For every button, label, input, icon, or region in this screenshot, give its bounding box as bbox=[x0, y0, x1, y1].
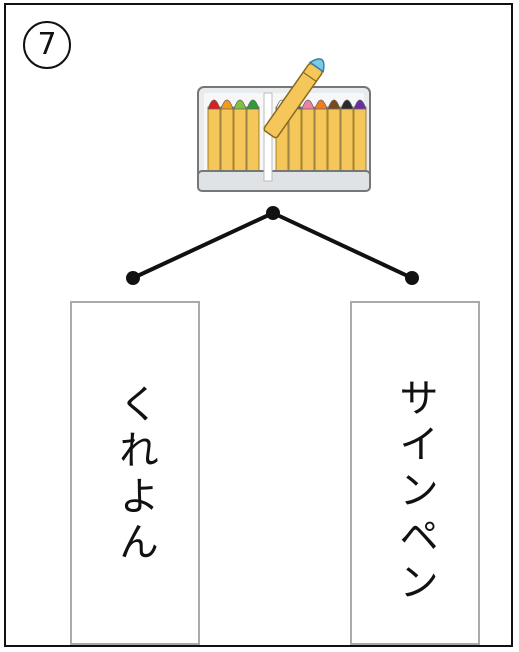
answer-text-right: サインペン bbox=[392, 377, 438, 607]
right-dot[interactable] bbox=[405, 271, 419, 285]
crayon-right-5 bbox=[340, 99, 354, 180]
question-number: 7 bbox=[37, 27, 57, 62]
answer-card-left[interactable]: くれよん bbox=[70, 301, 200, 645]
top-dot[interactable] bbox=[266, 206, 280, 220]
answer-text-left: くれよん bbox=[112, 383, 158, 567]
left-dot[interactable] bbox=[126, 271, 140, 285]
connector-lines bbox=[126, 206, 419, 285]
answer-card-right[interactable]: サインペン bbox=[350, 301, 480, 645]
question-number-badge: 7 bbox=[23, 21, 71, 69]
crayon-right-4 bbox=[327, 99, 341, 180]
crayon-left-0 bbox=[207, 99, 221, 180]
crayon-box-icon bbox=[197, 58, 371, 192]
crayon-right-3 bbox=[314, 99, 328, 180]
crayon-right-6 bbox=[353, 99, 367, 180]
worksheet-frame: 7 くれよん サインペン bbox=[4, 3, 513, 647]
